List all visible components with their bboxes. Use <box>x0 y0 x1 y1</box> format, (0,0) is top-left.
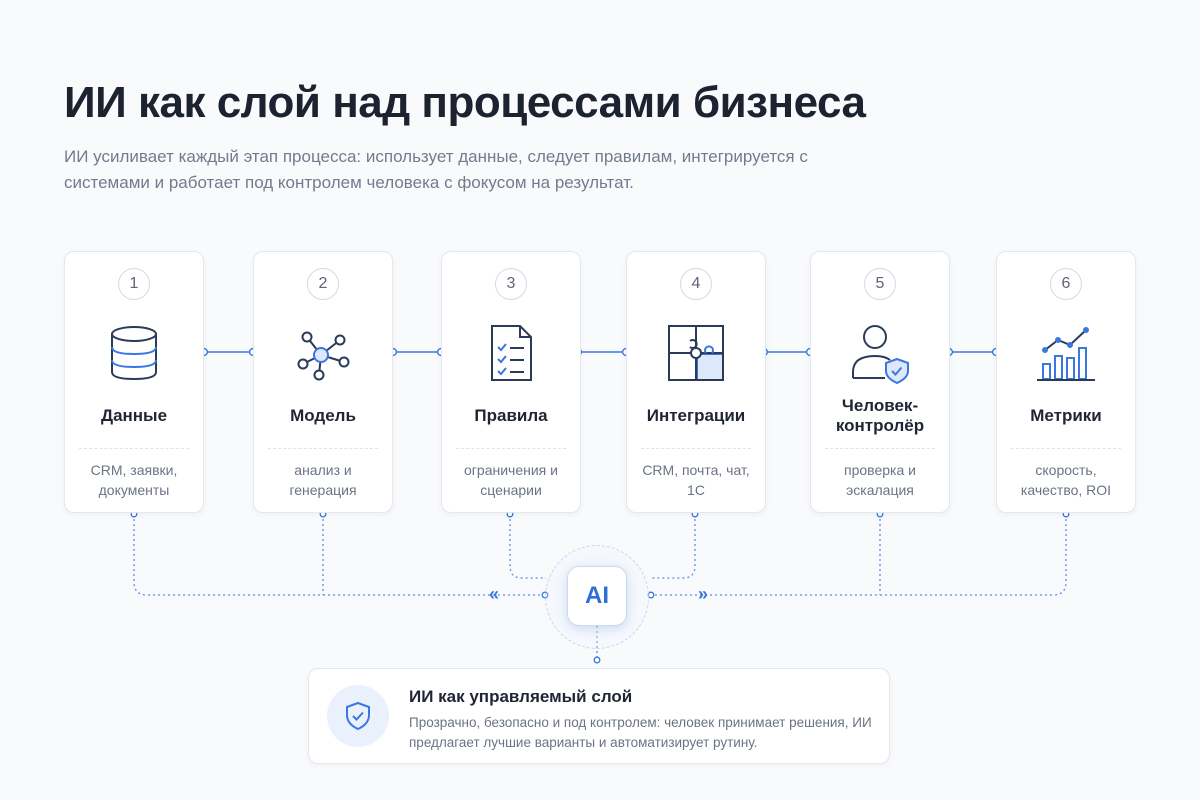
card-divider <box>1011 448 1121 449</box>
step-card-human-controller: 5 Человек-контролёр проверка и эскалация <box>810 251 950 513</box>
card-divider <box>79 448 189 449</box>
step-name: Метрики <box>1030 406 1102 425</box>
step-number: 1 <box>118 268 150 300</box>
ai-hub: AI <box>567 566 627 626</box>
step-number: 3 <box>495 268 527 300</box>
step-description: CRM, заявки, документы <box>90 462 178 498</box>
step-card-metrics: 6 Метрики скорость, качество, ROI <box>996 251 1136 513</box>
step-description: ограничения и сценарии <box>464 462 558 498</box>
page-subtitle: ИИ усиливает каждый этап процесса: испол… <box>64 147 808 192</box>
page-title: ИИ как слой над процессами бизнеса <box>64 78 866 127</box>
checklist-document-icon <box>478 320 544 386</box>
card-divider <box>825 448 935 449</box>
step-number: 6 <box>1050 268 1082 300</box>
puzzle-icon <box>663 320 729 386</box>
user-shield-icon <box>847 320 913 386</box>
step-name: Модель <box>290 406 356 425</box>
card-divider <box>456 448 566 449</box>
info-card-title: ИИ как управляемый слой <box>409 687 633 706</box>
step-name: Правила <box>474 406 548 425</box>
bar-chart-trend-icon <box>1033 320 1099 386</box>
shield-check-icon <box>327 685 389 747</box>
step-card-integrations: 4 Интеграции CRM, почта, чат, 1С <box>626 251 766 513</box>
card-divider <box>268 448 378 449</box>
step-name: Человек-контролёр <box>835 396 925 435</box>
step-card-rules: 3 Правила ограничения и сценарии <box>441 251 581 513</box>
step-card-model: 2 Модель анализ и генерация <box>253 251 393 513</box>
flow-arrow-left-icon: « <box>489 584 500 604</box>
flow-arrow-right-icon: » <box>698 584 709 604</box>
step-name: Интеграции <box>646 406 746 425</box>
step-description: анализ и генерация <box>289 462 357 498</box>
step-description: CRM, почта, чат, 1С <box>642 462 750 498</box>
step-number: 4 <box>680 268 712 300</box>
step-description: скорость, качество, ROI <box>1020 462 1112 498</box>
step-number: 2 <box>307 268 339 300</box>
step-card-data: 1 Данные CRM, заявки, документы <box>64 251 204 513</box>
info-card-text: Прозрачно, безопасно и под контролем: че… <box>409 715 872 750</box>
network-nodes-icon <box>290 320 356 386</box>
card-divider <box>641 448 751 449</box>
step-name: Данные <box>100 406 168 425</box>
database-icon <box>101 320 167 386</box>
step-number: 5 <box>864 268 896 300</box>
step-description: проверка и эскалация <box>844 462 916 498</box>
info-card: ИИ как управляемый слой Прозрачно, безоп… <box>308 668 890 764</box>
